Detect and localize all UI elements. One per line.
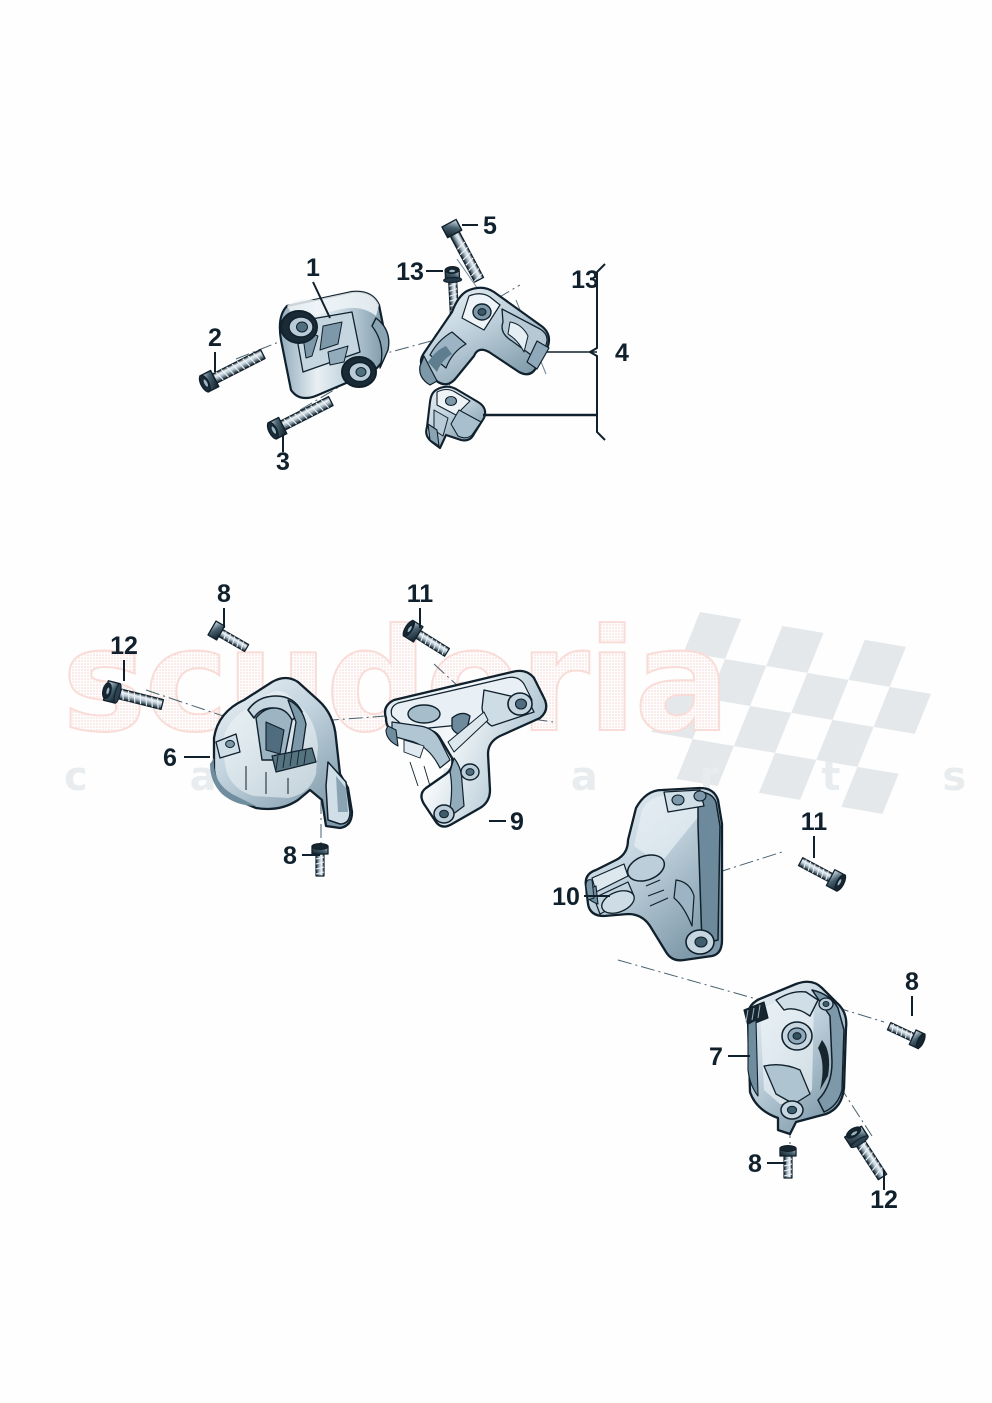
checkered-flag-icon	[651, 612, 931, 814]
lower-assembly-group	[101, 619, 926, 1181]
callout-layer: 1 2 3 5 13 13	[110, 212, 919, 1214]
callout-12-a[interactable]: 12	[110, 632, 138, 681]
part-8-bolt-c	[886, 1022, 926, 1050]
callout-8-d[interactable]: 8	[748, 1150, 786, 1178]
callout-11-a[interactable]: 11	[407, 580, 434, 628]
callout-number: 1	[306, 254, 320, 282]
part-2-bolt	[198, 348, 266, 393]
callout-number: 3	[276, 448, 290, 476]
callout-number: 8	[905, 968, 919, 996]
callout-4-group[interactable]: 4	[615, 339, 629, 367]
callout-2[interactable]: 2	[208, 324, 222, 372]
callout-number: 11	[407, 580, 434, 608]
part-1-engine-mount-link	[278, 290, 390, 400]
callout-3[interactable]: 3	[276, 434, 290, 476]
group-bracket-4	[483, 263, 606, 441]
callout-5[interactable]: 5	[462, 212, 497, 240]
callout-8-c[interactable]: 8	[905, 968, 919, 1016]
callout-number: 2	[208, 324, 222, 352]
part-8-bolt-a	[207, 620, 250, 653]
part-11-bolt-b	[797, 857, 847, 892]
callout-number: 12	[870, 1186, 898, 1214]
part-5-bolt	[441, 218, 485, 283]
callout-9[interactable]: 9	[489, 808, 524, 836]
part-9-support-bracket-left	[383, 669, 548, 828]
callout-number: 12	[110, 632, 138, 660]
part-13-bolt-upper	[443, 266, 463, 315]
part-10-support-bracket-right	[584, 786, 724, 962]
upper-assembly-group	[198, 218, 606, 450]
callout-number: 8	[217, 580, 231, 608]
part-4-upper-bracket	[419, 286, 551, 386]
callout-number: 8	[283, 842, 297, 870]
callout-number: 8	[748, 1150, 762, 1178]
callout-number: 13	[571, 266, 599, 294]
callout-number: 6	[163, 744, 177, 772]
callout-8-a[interactable]: 8	[217, 580, 231, 628]
part-3-bolt	[266, 395, 334, 440]
part-8-bolt-b	[311, 842, 329, 877]
callout-number: 10	[552, 883, 580, 911]
callout-1[interactable]: 1	[306, 254, 331, 319]
callout-6[interactable]: 6	[163, 744, 210, 772]
callout-13-upper[interactable]: 13	[396, 258, 443, 286]
callout-7[interactable]: 7	[709, 1043, 750, 1071]
callout-number: 11	[801, 808, 828, 836]
part-6-engine-mount-left	[210, 676, 354, 830]
part-11-bolt-a	[402, 619, 450, 657]
callout-12-b[interactable]: 12	[870, 1170, 898, 1214]
watermark-tagline: c a r p a r t s	[64, 754, 992, 800]
callout-10[interactable]: 10	[552, 883, 610, 911]
callout-number: 9	[510, 808, 524, 836]
callout-8-b[interactable]: 8	[283, 842, 320, 870]
callout-number: 13	[396, 258, 424, 286]
callout-number: 4	[615, 339, 629, 367]
part-8-bolt-d	[779, 1144, 797, 1179]
part-12-bolt-a	[101, 680, 165, 711]
callout-number: 5	[483, 212, 497, 240]
part-4-lower-bracket	[425, 385, 487, 450]
part-12-bolt-b	[844, 1125, 888, 1181]
callout-13-group[interactable]: 13	[571, 266, 599, 294]
part-7-engine-mount-right	[743, 980, 848, 1136]
callout-11-b[interactable]: 11	[801, 808, 828, 858]
callout-number: 7	[709, 1043, 723, 1071]
leader-line	[312, 281, 331, 319]
